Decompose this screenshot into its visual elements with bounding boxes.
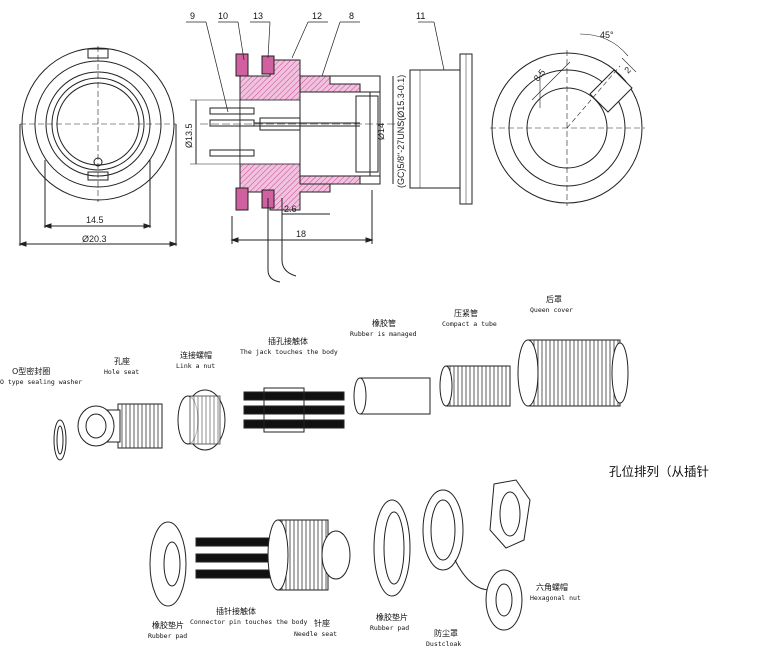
callout-8: 8 [349, 11, 354, 21]
exploded-top-row [53, 339, 629, 461]
label-dustcloak-cn: 防尘罩 [434, 628, 458, 638]
label-hex-nut-en: Hexagonal nut [530, 594, 581, 602]
front-view-right [490, 33, 645, 206]
flange-side-view [409, 53, 473, 205]
label-compact-tube-cn: 压紧管 [454, 308, 478, 318]
dim-2: 2 [622, 65, 633, 76]
label-compact-tube-en: Compact a tube [442, 320, 497, 328]
dim-2-6: 2.6 [284, 204, 297, 214]
callout-11: 11 [416, 11, 425, 21]
label-o-ring-en: O type sealing washer [0, 378, 82, 386]
dim-45-deg: 45° [600, 30, 614, 40]
label-rubber-tube-cn: 橡胶管 [372, 318, 396, 328]
label-needle-seat-cn: 针座 [314, 618, 330, 628]
callout-10: 10 [218, 11, 228, 21]
label-needle-seat-en: Needle seat [294, 630, 337, 638]
label-rubber-pad-left-en: Rubber pad [148, 632, 187, 640]
callout-13: 13 [253, 11, 263, 21]
label-rubber-pad-right-en: Rubber pad [370, 624, 409, 632]
label-rubber-pad-right-cn: 橡胶垫片 [376, 612, 408, 622]
callout-9: 9 [190, 11, 195, 21]
front-view-left [18, 46, 178, 247]
label-hole-seat-cn: 孔座 [114, 356, 130, 366]
callout-12: 12 [312, 11, 322, 21]
dim-14: Ø14 [376, 123, 386, 140]
label-rubber-pad-left-cn: 橡胶垫片 [152, 620, 184, 630]
label-dustcloak-en: Dustcloak [426, 640, 461, 648]
dim-thread: (GC)5/8"-27UNS(Ø15.3-0.1) [396, 75, 406, 188]
label-queen-cover-en: Queen cover [530, 306, 573, 314]
dim-13-5: Ø13.5 [184, 123, 194, 148]
dim-20-3: Ø20.3 [82, 234, 107, 244]
label-rubber-tube-en: Rubber is managed [350, 330, 417, 338]
pin-arrangement-note: 孔位排列（从插针 [609, 464, 710, 479]
label-jack-body-cn: 插孔接触体 [268, 336, 308, 346]
label-link-nut-cn: 连接螺帽 [180, 350, 212, 360]
label-queen-cover-cn: 后罩 [546, 294, 562, 304]
dim-14-5: 14.5 [86, 215, 104, 225]
label-jack-body-en: The jack touches the body [240, 348, 338, 356]
label-hex-nut-cn: 六角螺帽 [536, 582, 568, 592]
label-o-ring-cn: O型密封圈 [12, 366, 50, 376]
exploded-bottom-row [149, 479, 531, 631]
label-pin-body-en: Connector pin touches the body [190, 618, 307, 626]
label-hole-seat-en: Hole seat [104, 368, 139, 376]
dim-18: 18 [296, 229, 306, 239]
section-view [186, 21, 445, 283]
label-pin-body-cn: 插针接触体 [216, 606, 256, 616]
label-link-nut-en: Link a nut [176, 362, 215, 370]
